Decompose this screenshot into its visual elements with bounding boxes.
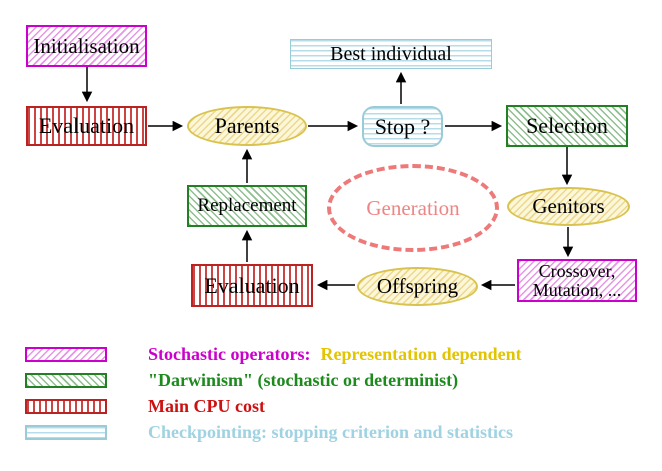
node-evaluation-bottom-label: Evaluation — [204, 272, 300, 298]
node-selection-label: Selection — [526, 113, 608, 139]
node-genitors-label: Genitors — [532, 194, 605, 219]
node-parents-label: Parents — [214, 113, 280, 139]
node-generation-label: Generation — [366, 195, 460, 220]
node-parents: Parents — [187, 106, 307, 146]
node-replacement-label: Replacement — [197, 195, 297, 217]
legend-label-checkpointing: Checkpointing: stopping criterion and st… — [148, 421, 514, 442]
node-evaluation-top-label: Evaluation — [38, 113, 135, 139]
node-selection: Selection — [506, 105, 628, 147]
node-crossover-mutation-line1: Crossover, — [538, 260, 616, 281]
legend-label-representation-dependent: Representation dependent — [320, 343, 522, 364]
node-initialisation-label: Initialisation — [33, 33, 140, 58]
legend-swatch-magenta-hatch — [25, 346, 107, 362]
legend-swatch-red-stripes — [25, 398, 107, 414]
node-stop-label: Stop ? — [374, 113, 431, 139]
node-offspring: Offspring — [357, 267, 478, 306]
node-best-individual-label: Best individual — [330, 42, 452, 65]
legend-row-main-cpu-cost: Main CPU cost — [25, 395, 265, 416]
node-initialisation: Initialisation — [26, 25, 147, 67]
legend-label-stochastic-operators-text: Stochastic operators: — [148, 343, 311, 364]
legend-row-darwinism: "Darwinism" (stochastic or determinist) — [25, 369, 459, 390]
node-generation: Generation — [327, 164, 499, 252]
legend-swatch-green-hatch — [25, 372, 107, 388]
node-replacement: Replacement — [187, 185, 307, 227]
legend-swatch-cyan-stripes — [25, 424, 107, 440]
legend-label-darwinism: "Darwinism" (stochastic or determinist) — [148, 369, 459, 390]
node-best-individual: Best individual — [290, 39, 492, 69]
node-genitors: Genitors — [507, 187, 630, 226]
node-crossover-mutation-line2: Mutation, ... — [532, 279, 622, 300]
node-offspring-label: Offspring — [376, 274, 459, 299]
node-stop: Stop ? — [362, 106, 443, 147]
legend-row-checkpointing: Checkpointing: stopping criterion and st… — [25, 421, 514, 442]
node-crossover-mutation: Crossover, Mutation, ... — [517, 259, 637, 302]
legend-label-stochastic-operators: Stochastic operators: Representation depe… — [148, 344, 522, 365]
legend-row-stochastic-operators: Stochastic operators: Representation depe… — [25, 344, 522, 365]
legend-label-main-cpu-cost: Main CPU cost — [148, 395, 265, 416]
node-evaluation-top: Evaluation — [26, 106, 147, 146]
node-evaluation-bottom: Evaluation — [191, 264, 313, 307]
